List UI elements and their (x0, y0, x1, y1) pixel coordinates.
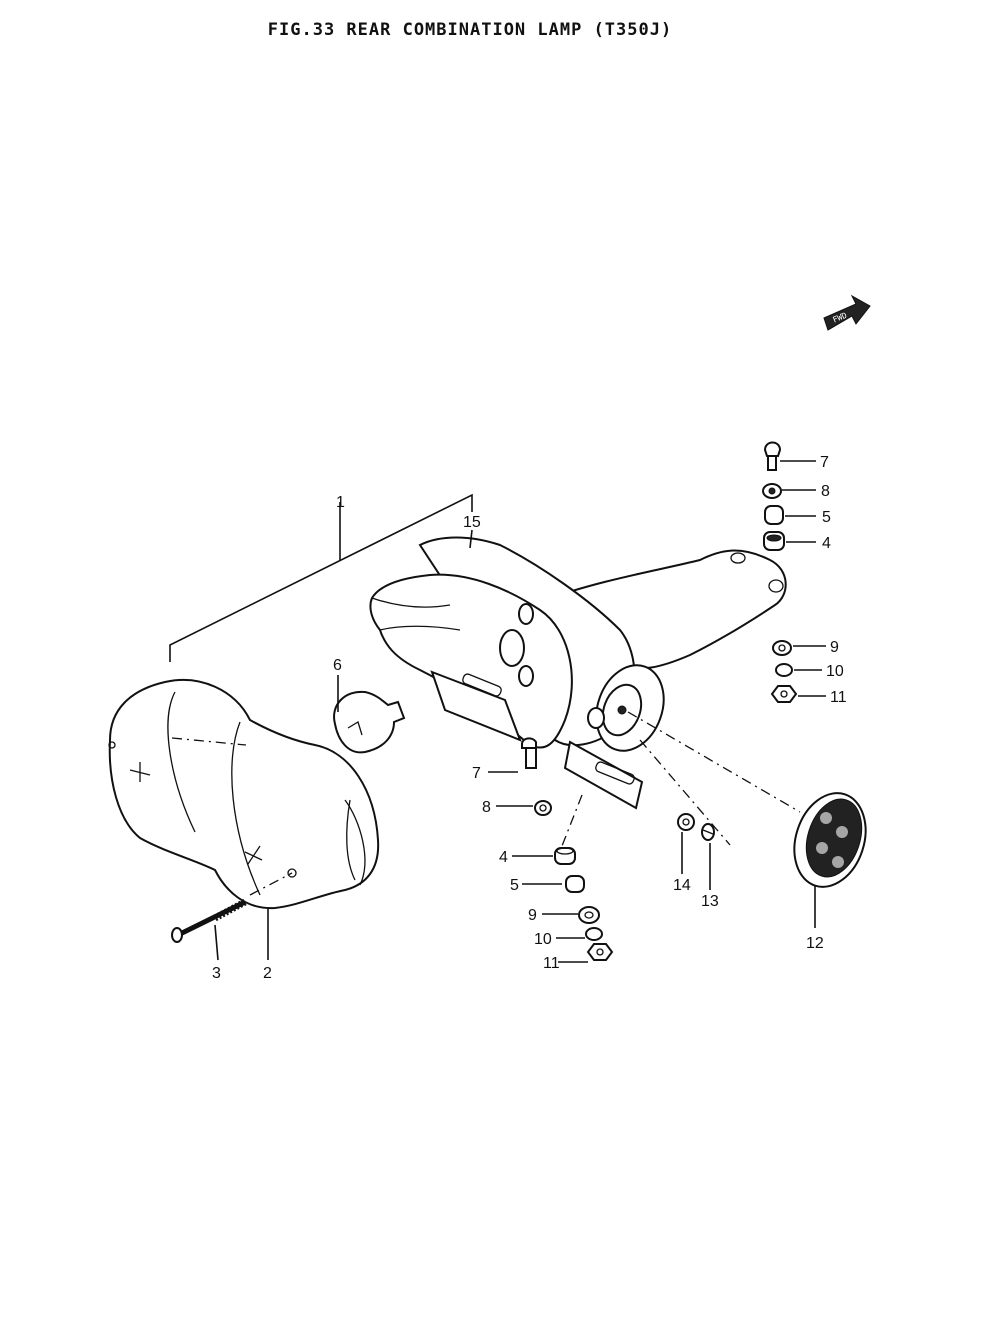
label-10a: 10 (826, 663, 844, 680)
upper-collar (764, 505, 784, 525)
label-7b: 7 (472, 765, 481, 782)
label-11b: 11 (543, 955, 560, 972)
lower-bolt (521, 737, 537, 769)
label-8b: 8 (482, 799, 491, 816)
upper-bolt (763, 441, 782, 471)
figure-title: FIG.33 REAR COMBINATION LAMP (T350J) (267, 20, 673, 40)
assembly-bracket (169, 493, 473, 662)
label-7a: 7 (820, 454, 829, 471)
label-3: 3 (212, 965, 221, 982)
label-5a: 5 (822, 509, 831, 526)
leader-3 (214, 924, 219, 961)
reflector-washer (701, 823, 715, 841)
lower-flat-washer (578, 906, 600, 924)
label-4a: 4 (822, 535, 831, 552)
lower-spring-washer (585, 927, 603, 941)
alignment-line (171, 737, 247, 746)
lower-washer (534, 800, 552, 816)
bulb (333, 690, 406, 754)
alignment-line (627, 711, 801, 813)
lower-nut (586, 943, 614, 961)
upper-nut (770, 685, 798, 703)
label-11a: 11 (830, 689, 847, 706)
leader-15 (469, 529, 473, 549)
label-2: 2 (263, 965, 272, 982)
lens-screw (171, 898, 247, 943)
label-14: 14 (673, 877, 691, 894)
label-15: 15 (463, 514, 481, 531)
alignment-line (639, 739, 731, 846)
upper-spring-washer (775, 663, 793, 677)
lens (108, 678, 380, 910)
lower-collar (565, 875, 585, 893)
label-12: 12 (806, 935, 824, 952)
label-10b: 10 (534, 931, 552, 948)
label-9b: 9 (528, 907, 537, 924)
upper-grommet (763, 531, 785, 551)
alignment-line (561, 794, 583, 847)
label-9a: 9 (830, 639, 839, 656)
upper-washer (762, 483, 782, 499)
label-13: 13 (701, 893, 719, 910)
label-4b: 4 (499, 849, 508, 866)
reflector-nut (677, 813, 695, 831)
label-1: 1 (336, 494, 345, 511)
lower-grommet (554, 847, 576, 865)
lamp-housing (369, 536, 787, 810)
label-5b: 5 (510, 877, 519, 894)
label-6: 6 (333, 657, 342, 674)
forward-arrow-icon: FWD (823, 294, 871, 331)
reflector (793, 792, 867, 888)
alignment-line (249, 872, 293, 896)
label-8a: 8 (821, 483, 830, 500)
upper-flat-washer (772, 640, 792, 656)
